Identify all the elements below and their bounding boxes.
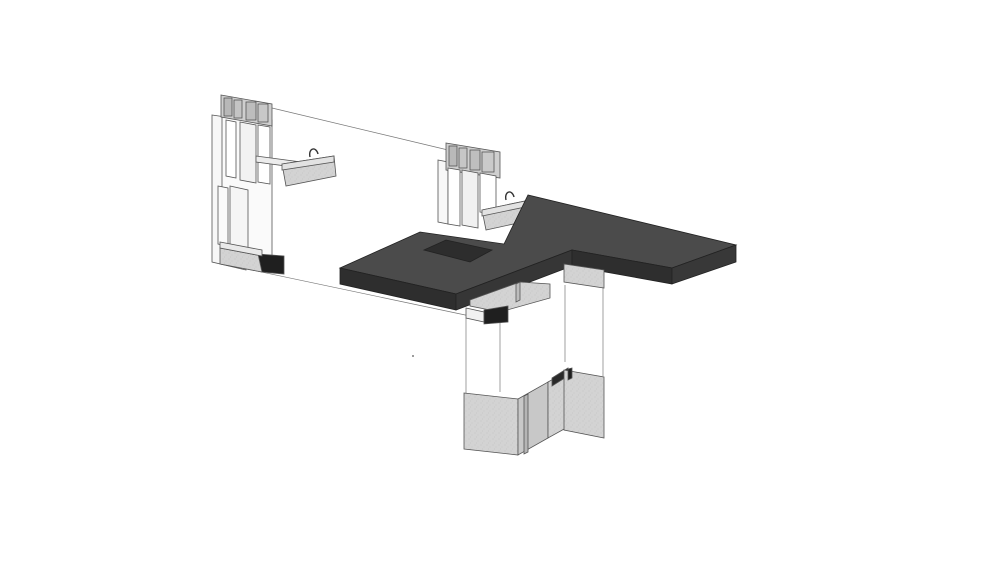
stray-point-marker xyxy=(412,355,414,357)
right-column-2 xyxy=(461,169,479,229)
right-column-1 xyxy=(447,167,461,227)
lower-column xyxy=(229,185,249,251)
slab-recess-opening xyxy=(422,239,494,263)
under-slab-white-piece xyxy=(465,307,485,323)
guide-line-top xyxy=(271,107,449,151)
back-wall-left-module xyxy=(211,94,337,275)
column-piece-1 xyxy=(225,119,237,179)
lower-concrete-walls xyxy=(463,367,605,456)
upper-cabinet-door-2 xyxy=(233,99,243,119)
lower-wall-seam xyxy=(523,393,529,455)
slab-wing-end xyxy=(671,244,737,285)
column-piece-3 xyxy=(257,124,271,185)
upper-cabinet-door-4 xyxy=(257,103,269,123)
right-faucet-icon xyxy=(504,191,515,201)
right-cabinet-door-2 xyxy=(458,147,468,169)
back-wall-right-module xyxy=(437,142,533,231)
lower-wall-front-left xyxy=(463,392,519,456)
upper-cabinet-door-1 xyxy=(223,97,233,117)
right-cabinet-door-1 xyxy=(448,145,458,167)
left-basin-top xyxy=(281,155,335,171)
left-dark-panel xyxy=(257,253,285,275)
wing-support-block xyxy=(563,263,605,289)
lower-wall-front-side xyxy=(517,381,549,456)
column-piece-2 xyxy=(239,121,257,184)
right-cabinet-door-3 xyxy=(469,149,481,171)
lower-column-thin xyxy=(217,185,229,247)
under-slab-blocks xyxy=(465,263,605,325)
lower-wall-rear xyxy=(563,369,605,439)
under-slab-seam xyxy=(515,281,521,303)
lower-wall-dark-edge xyxy=(567,367,573,381)
right-cabinet-door-4 xyxy=(481,151,495,173)
left-faucet-icon xyxy=(308,148,319,158)
under-slab-dark-panel xyxy=(483,305,509,325)
left-base-top xyxy=(219,241,263,257)
upper-cabinet-door-3 xyxy=(245,101,257,121)
